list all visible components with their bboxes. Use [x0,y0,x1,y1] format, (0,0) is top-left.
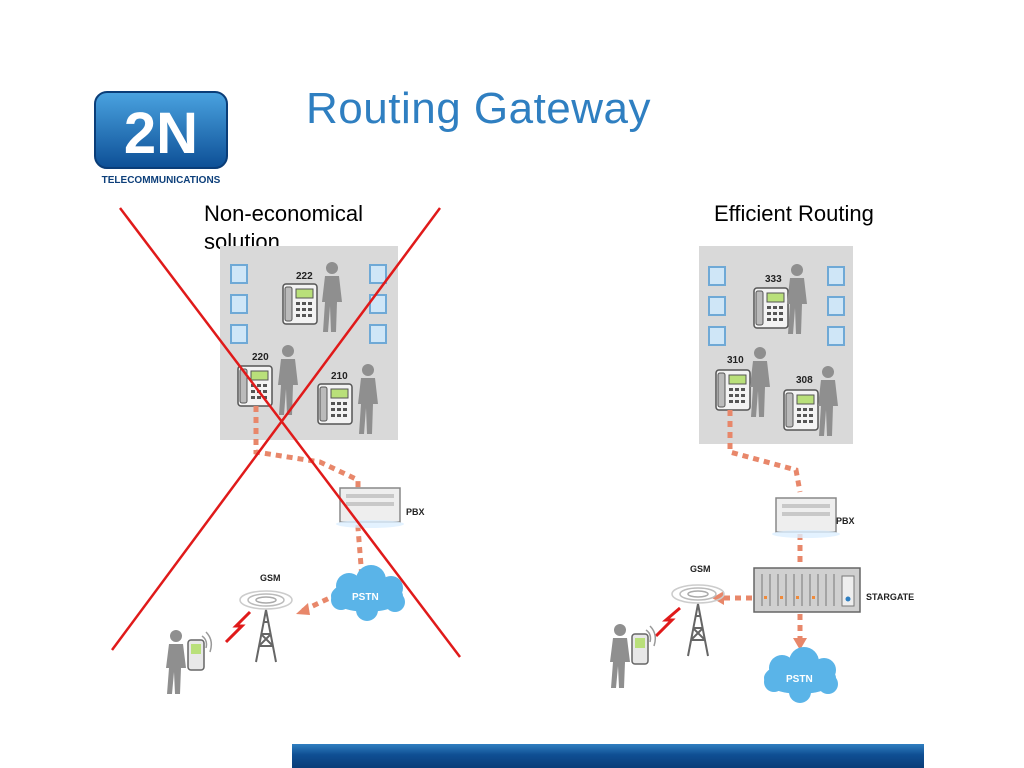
left-extension-210: 210 [317,364,378,434]
arrow-head-icon [296,603,310,615]
pbx-label: PBX [406,507,425,517]
left-pbx: PBX [335,487,425,529]
desk-phone-icon [753,287,789,329]
antenna-tower-icon [671,584,725,657]
extension-label: 308 [796,375,813,386]
pstn-label: PSTN [352,592,379,603]
right-extension-333: 333 [753,264,807,334]
gateway-label: STARGATE [866,592,914,602]
right-gsm: GSM [654,564,725,657]
pstn-label: PSTN [786,674,813,685]
right-extension-310: 310 [715,347,770,417]
logo-subtitle: TELECOMMUNICATIONS [102,175,221,186]
pbx-icon [771,497,841,539]
extension-label: 210 [331,371,348,382]
left-extension-220: 220 [237,345,298,415]
extension-label: 333 [765,274,782,285]
extension-label: 220 [252,352,269,363]
logo-mark: 2N [124,101,198,166]
left-caption: Non-economical solution [204,201,363,254]
right-connection-line [727,410,803,493]
right-caption: Efficient Routing [714,201,874,226]
mobile-user-icon [609,623,657,689]
desk-phone-icon [783,389,819,431]
right-extension-308: 308 [783,366,838,436]
right-gateway: STARGATE [753,567,914,613]
right-pbx: PBX [771,497,855,539]
extension-label: 222 [296,271,313,282]
gsm-label: GSM [260,573,281,583]
right-pstn: PSTN [764,647,838,703]
lightning-icon [224,610,252,644]
left-extension-222: 222 [282,262,342,332]
extension-label: 310 [727,355,744,366]
arrow-head-icon [712,591,724,605]
left-gsm: GSM [224,573,293,663]
arrow-head-icon [793,638,807,650]
desk-phone-icon [317,383,353,425]
desk-phone-icon [715,369,751,411]
left-pstn: PSTN [331,565,405,621]
left-connection-line [253,406,365,579]
footer-bar [292,744,924,768]
mobile-user-icon [165,629,213,695]
gsm-label: GSM [690,564,711,574]
pbx-label: PBX [836,516,855,526]
antenna-tower-icon [239,590,293,663]
slide-title: Routing Gateway [306,84,652,133]
lightning-icon [654,606,681,638]
red-cross [110,207,461,658]
company-logo: 2N TELECOMMUNICATIONS [94,91,228,186]
desk-phone-icon [282,283,318,325]
